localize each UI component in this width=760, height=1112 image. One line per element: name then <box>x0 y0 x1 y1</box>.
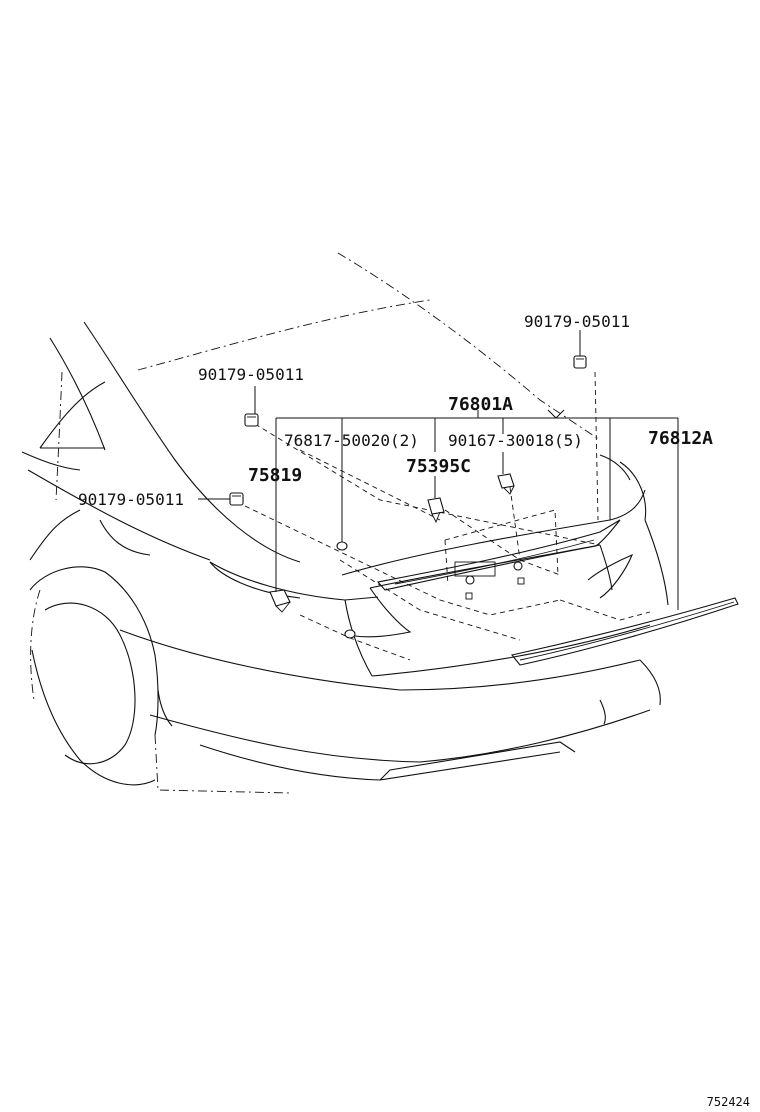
clip-c2 <box>244 413 259 427</box>
nut-76817 <box>336 541 356 639</box>
callout-76817-50020: 76817-50020(2) <box>284 431 419 450</box>
callout-90179-05011-left: 90179-05011 <box>198 365 304 384</box>
callout-90179-05011-mid: 90179-05011 <box>78 490 184 509</box>
callout-75395c: 75395C <box>406 456 471 477</box>
callout-76812a: 76812A <box>648 428 713 449</box>
callout-75819: 75819 <box>248 465 302 486</box>
clip-75395c <box>427 497 445 524</box>
clip-c1 <box>573 355 587 369</box>
screw-90167 <box>497 473 515 495</box>
rear-garnish <box>376 519 621 591</box>
callout-76801a: 76801A <box>448 394 513 415</box>
projection-lines <box>244 371 651 661</box>
callout-90179-05011-top: 90179-05011 <box>524 312 630 331</box>
clip-75819 <box>269 589 291 613</box>
car-body-outline <box>21 252 669 794</box>
figure-id: 752424 <box>707 1095 750 1109</box>
clip-c3 <box>229 492 244 506</box>
callout-labels: 90179-05011 90179-05011 90179-05011 7680… <box>78 312 713 509</box>
lower-molding <box>511 597 739 666</box>
studs <box>465 561 525 600</box>
callout-90167-30018: 90167-30018(5) <box>448 431 583 450</box>
leader-lines <box>198 330 679 610</box>
